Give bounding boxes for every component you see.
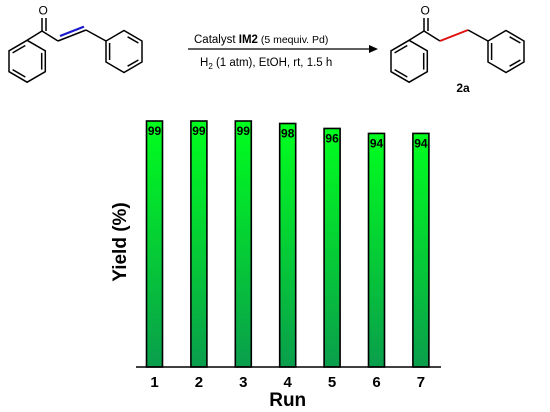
reactant-structure [8,18,143,84]
bar-value-label: 94 [370,136,384,150]
reactant-oxygen: O [39,4,48,18]
reaction-arrowhead [369,45,378,53]
h2-subscript: 2 [208,62,213,71]
product-oxygen: O [421,4,430,18]
bar-group [145,120,430,368]
bar-run-6 [367,132,386,368]
reaction-scheme: O Catalyst IM2 (5 mequiv. Pd) H2 (1 atm)… [8,4,525,95]
product-single-bond-highlight [439,29,469,42]
catalyst-loading: (5 mequiv. Pd) [258,34,328,46]
bar-value-labels: 99 99 99 98 96 94 94 [148,124,428,150]
bar-value-label: 96 [325,131,339,145]
reactant-double-bond-highlight [59,25,85,38]
catalyst-name: IM2 [239,34,258,46]
product-structure [390,18,525,84]
bar-value-label: 99 [237,124,251,138]
x-tick-label: 5 [328,374,336,391]
bar-run-3 [234,120,253,368]
bar-value-label: 98 [281,126,295,140]
y-axis-label: Yield (%) [110,202,131,282]
bar-value-label: 99 [148,124,162,138]
catalyst-text: Catalyst IM2 (5 mequiv. Pd) [194,34,328,46]
bar-run-1 [145,120,164,368]
x-tick-label: 6 [372,374,380,391]
bar-run-5 [323,127,341,368]
catalyst-prefix: Catalyst [194,34,239,46]
product-label: 2a [456,81,470,95]
reactant-double-bond [57,29,87,42]
conditions-text: H2 (1 atm), EtOH, rt, 1.5 h [200,57,332,71]
x-tick-label: 3 [239,374,247,391]
bar-run-2 [190,120,208,368]
yield-bar-chart: 99 99 99 98 96 94 94 1 2 3 4 5 6 7 Run Yield (%) [110,120,441,411]
x-tick-label: 4 [284,374,293,391]
bar-run-7 [412,132,430,368]
x-tick-labels: 1 2 3 4 5 6 7 [150,374,425,391]
h2-main: H [200,57,208,69]
bar-value-label: 94 [414,136,428,150]
conditions-rest: (1 atm), EtOH, rt, 1.5 h [213,57,333,69]
x-tick-label: 1 [150,374,158,391]
x-tick-label: 7 [417,374,425,391]
x-axis-label: Run [269,390,306,411]
bar-run-4 [278,122,297,368]
bar-value-label: 99 [192,124,206,138]
x-tick-label: 2 [195,374,203,391]
